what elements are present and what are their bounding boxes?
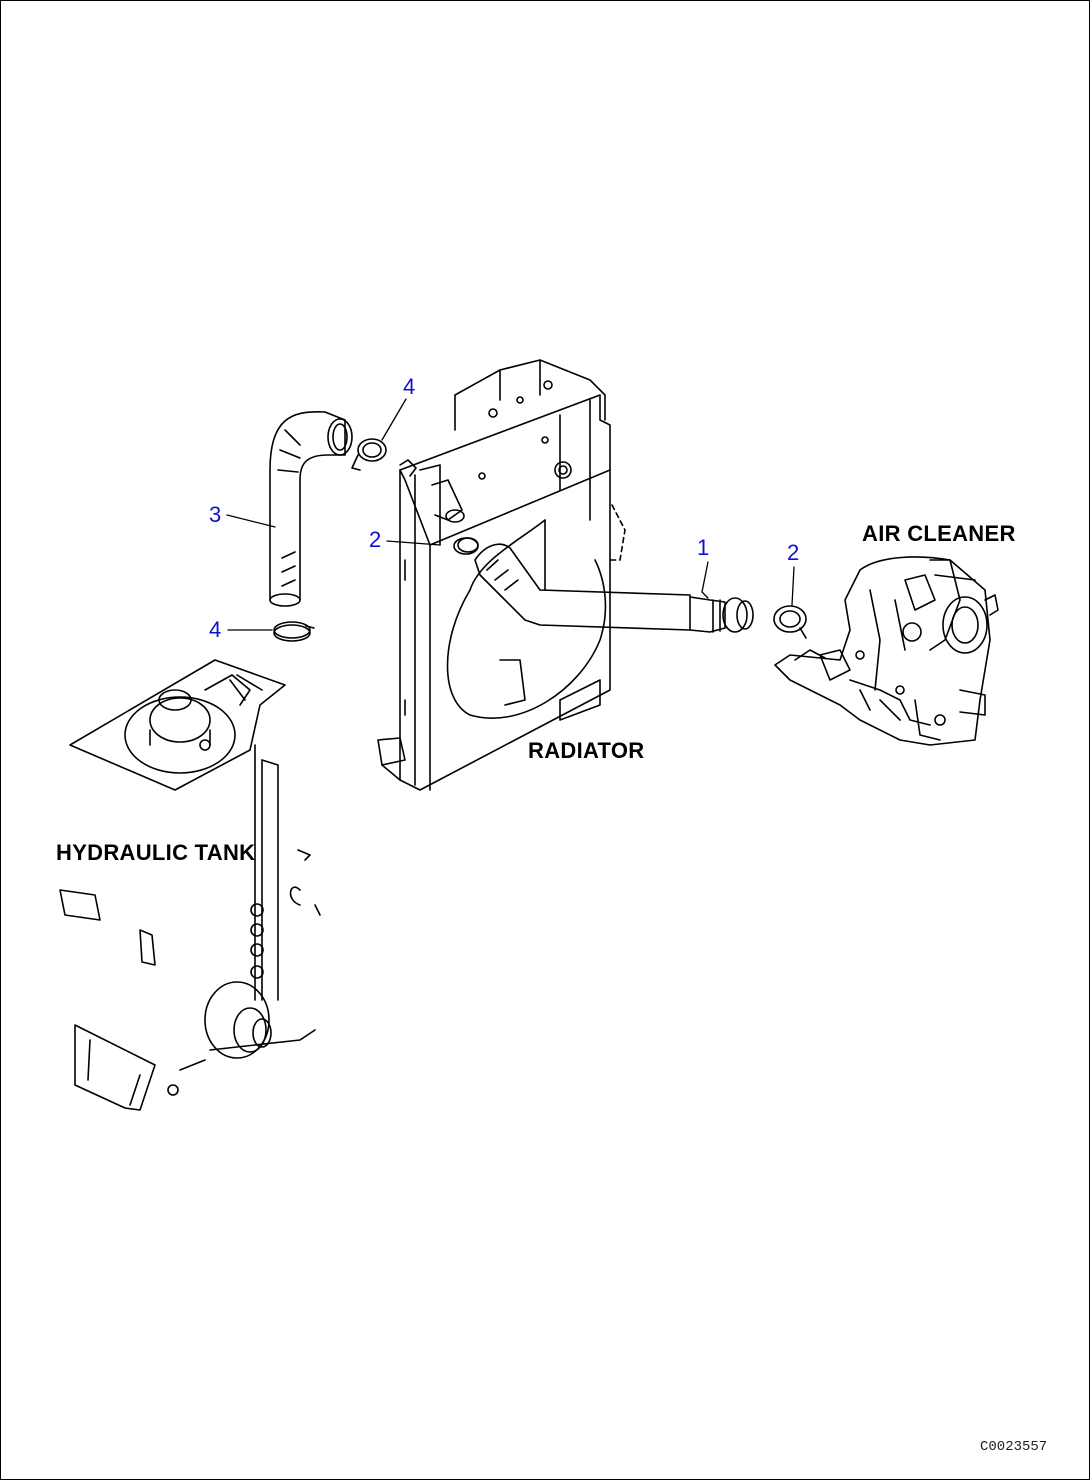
- clamp-4-top: [351, 438, 387, 471]
- hose-3: [269, 410, 353, 607]
- part-number-2-clamp-left[interactable]: 2: [369, 527, 382, 552]
- leader-lines: [226, 398, 795, 631]
- hydraulic-tank-label: HYDRAULIC TANK: [56, 840, 256, 865]
- drawing-id: C0023557: [980, 1439, 1048, 1455]
- clamp-4-bottom: [273, 621, 315, 642]
- part-number-1-hose[interactable]: 1: [697, 535, 710, 560]
- air-cleaner-label: AIR CLEANER: [862, 521, 1016, 546]
- hydraulic-tank-assembly: [59, 659, 321, 1111]
- part-number-3-hose[interactable]: 3: [209, 502, 222, 527]
- part-number-4-clamp-top[interactable]: 4: [403, 374, 416, 399]
- part-number-2-clamp-right[interactable]: 2: [787, 540, 800, 565]
- clamp-2-left: [453, 537, 479, 555]
- radiator-assembly: [377, 359, 626, 791]
- air-cleaner-assembly: [774, 556, 999, 746]
- part-number-4-clamp-bottom[interactable]: 4: [209, 617, 222, 642]
- radiator-label: RADIATOR: [528, 738, 645, 763]
- hose-1: [474, 543, 754, 633]
- clamp-2-right: [773, 605, 807, 639]
